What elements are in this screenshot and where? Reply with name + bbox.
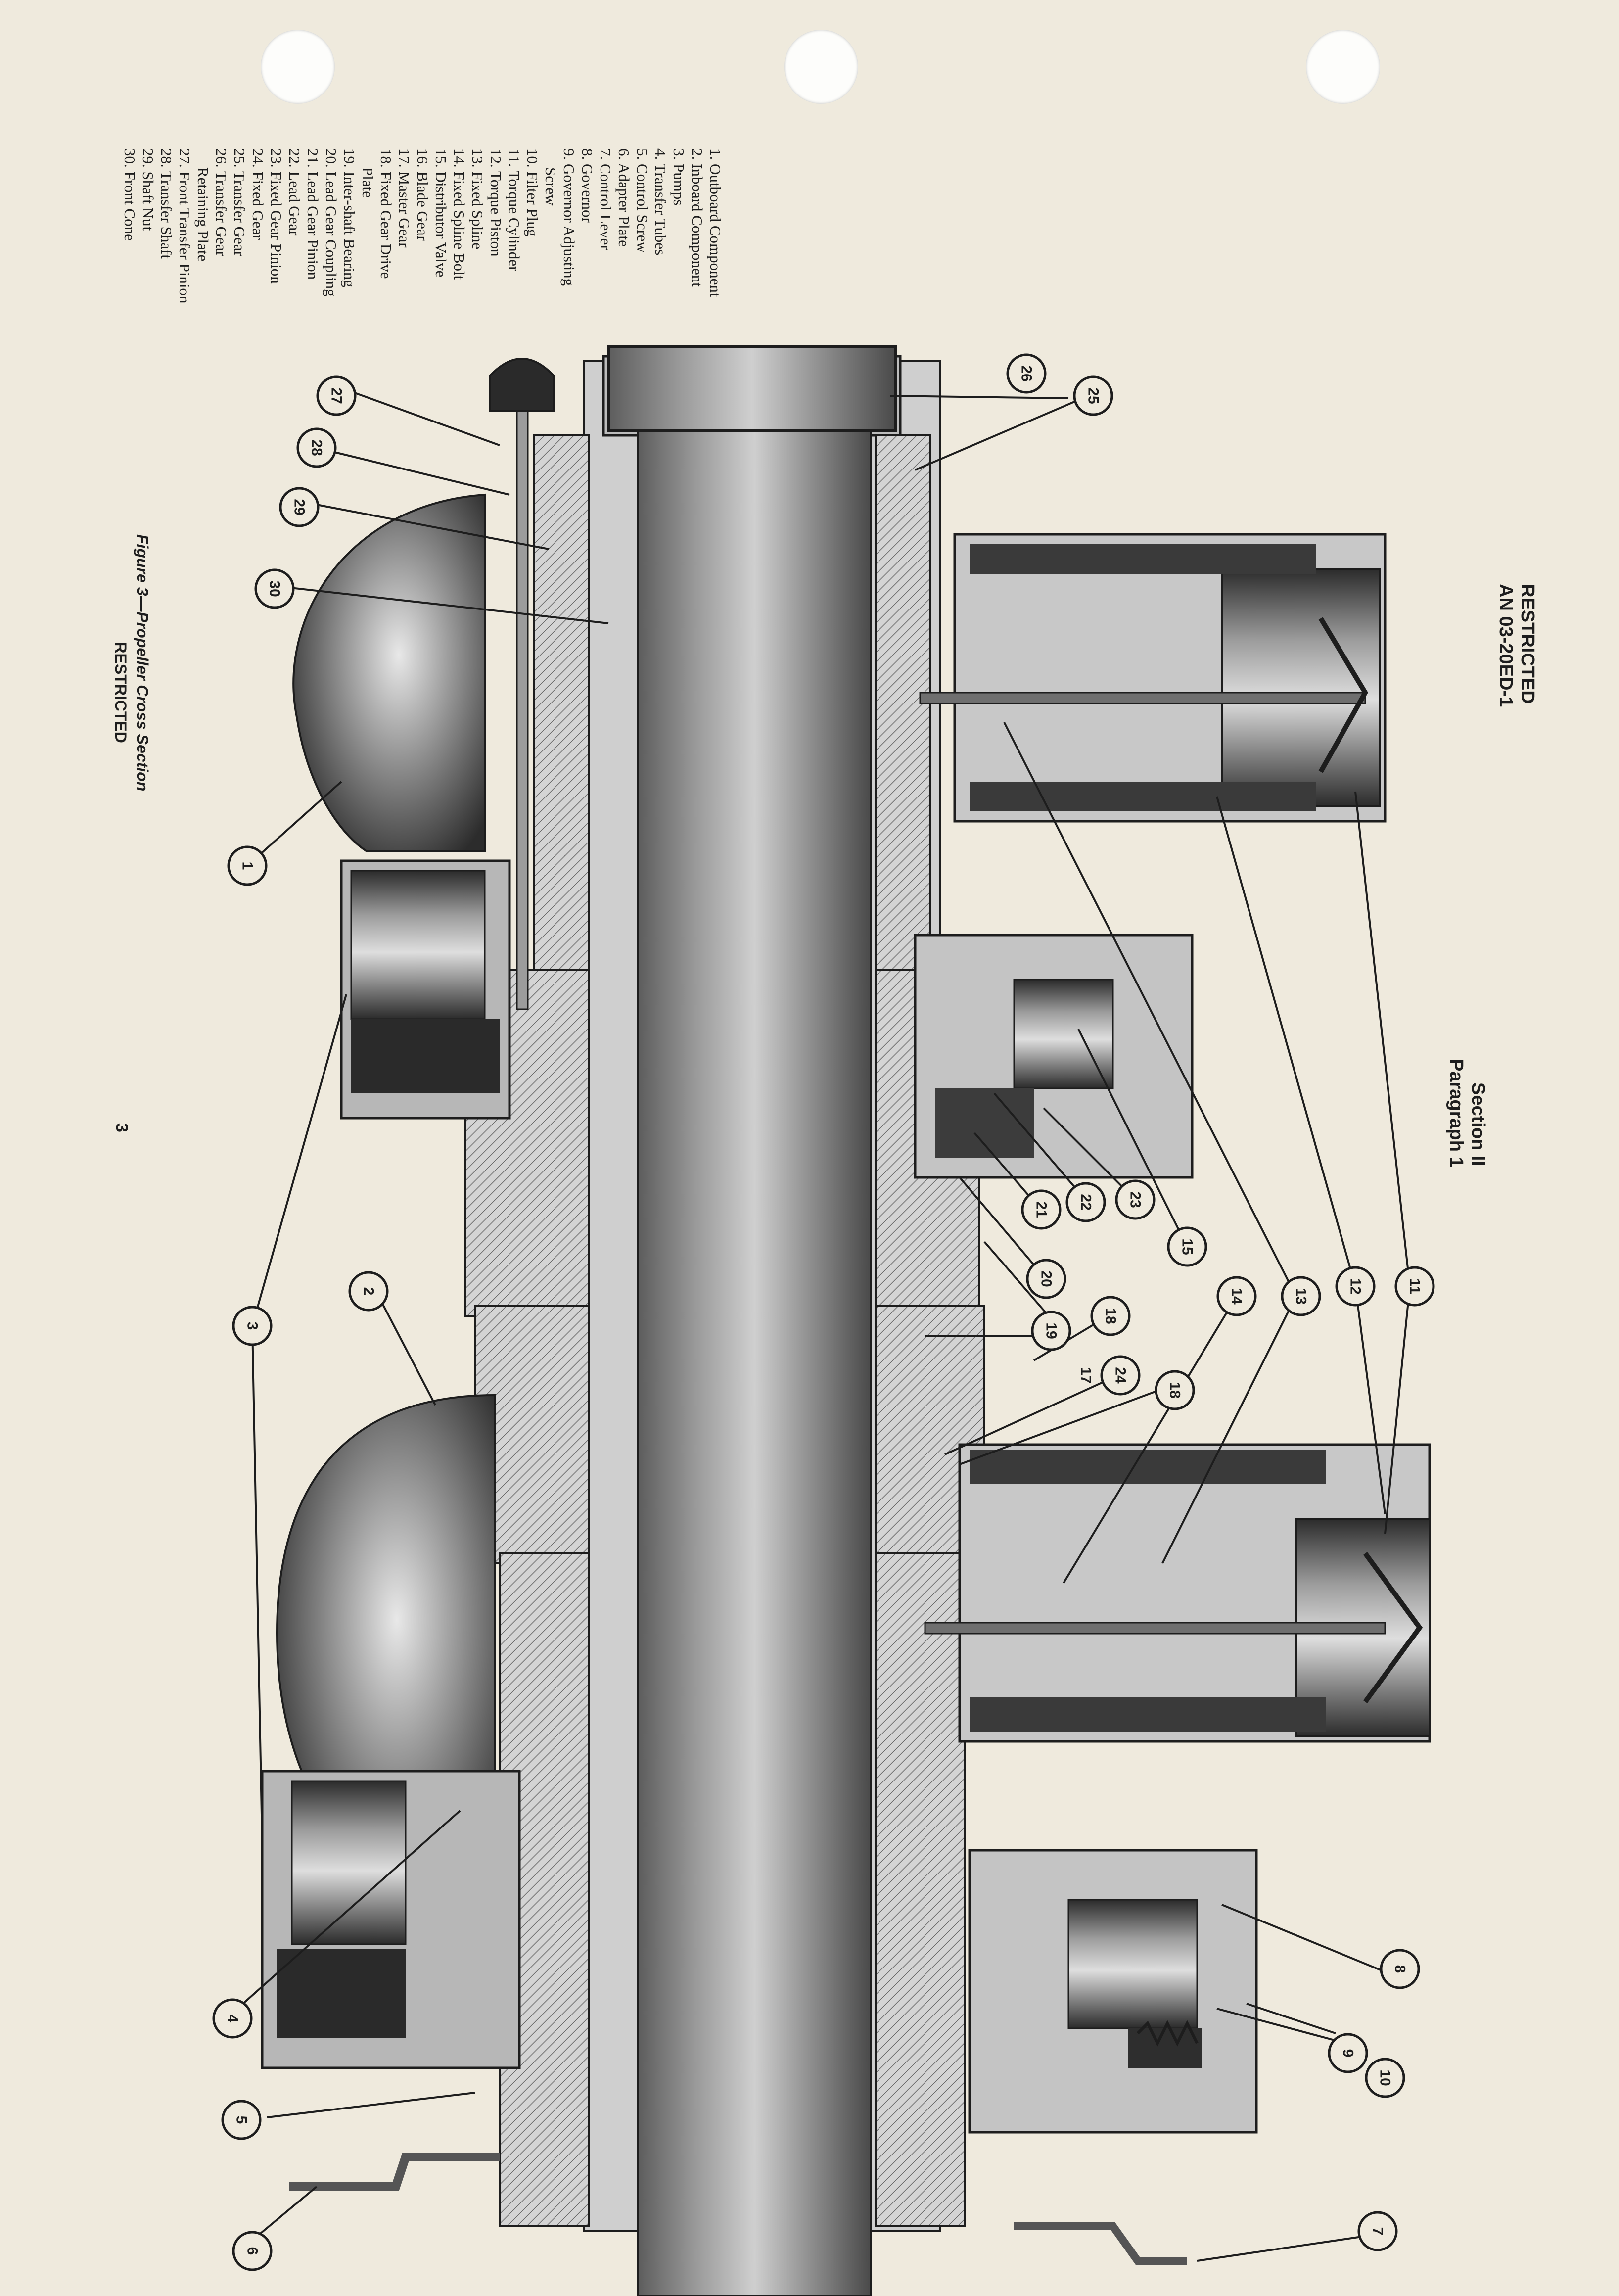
callout-26: 26 <box>1018 365 1035 381</box>
outboard-component-dome <box>292 493 486 852</box>
callout-30: 30 <box>267 580 283 597</box>
callout-8: 8 <box>1392 1965 1408 1973</box>
upper-torque-cylinder <box>919 533 1387 823</box>
callout-20: 20 <box>1038 1270 1055 1287</box>
callout-5: 5 <box>233 2116 250 2124</box>
governor-housing <box>968 1849 1258 2134</box>
callout-9: 9 <box>1340 2049 1356 2058</box>
callout-15: 15 <box>1179 1238 1196 1255</box>
callout-11: 11 <box>1407 1278 1423 1294</box>
left-housing <box>464 434 590 2227</box>
callout-18a: 18 <box>1167 1382 1183 1398</box>
shaft-cap <box>607 345 897 432</box>
callout-24: 24 <box>1112 1367 1129 1384</box>
punch-hole-left <box>261 30 335 104</box>
callout-10: 10 <box>1377 2069 1393 2086</box>
front-transfer-pinion-cap <box>489 358 555 412</box>
callout-18b: 18 <box>1103 1308 1119 1324</box>
callout-4: 4 <box>225 2015 241 2023</box>
callout-12: 12 <box>1347 1278 1364 1294</box>
control-lever <box>1014 2222 1187 2265</box>
main-shaft <box>637 424 872 2296</box>
lower-torque-cylinder <box>924 1443 1431 1743</box>
leader-lines <box>236 390 1411 2262</box>
callout-7: 7 <box>1370 2227 1386 2236</box>
callout-2: 2 <box>361 1287 377 1296</box>
distributor-valve-housing <box>914 934 1194 1179</box>
callout-19: 19 <box>1043 1322 1060 1339</box>
callout-3: 3 <box>244 1322 261 1330</box>
callout-25: 25 <box>1085 387 1102 404</box>
callout-21: 21 <box>1033 1201 1050 1218</box>
callout-27: 27 <box>328 387 345 404</box>
upper-pump <box>340 859 511 1120</box>
lower-pump <box>261 1770 521 2069</box>
callout-1: 1 <box>239 862 256 870</box>
callout-markers <box>212 353 1435 2271</box>
punch-hole-right <box>1306 30 1380 104</box>
transfer-shaft <box>516 385 529 1010</box>
callout-29: 29 <box>291 499 308 515</box>
adapter-plate <box>289 2153 500 2191</box>
callout-14: 14 <box>1229 1288 1245 1305</box>
punch-hole-center <box>784 30 858 104</box>
callout-22: 22 <box>1078 1194 1094 1210</box>
callout-labels: 1 2 3 4 5 6 7 8 9 10 11 12 13 14 15 17 1… <box>225 365 1423 2255</box>
callout-23: 23 <box>1127 1191 1144 1208</box>
callout-17: 17 <box>1078 1367 1094 1383</box>
callout-6: 6 <box>244 2247 261 2255</box>
callout-28: 28 <box>309 439 325 456</box>
callout-13: 13 <box>1293 1288 1309 1304</box>
